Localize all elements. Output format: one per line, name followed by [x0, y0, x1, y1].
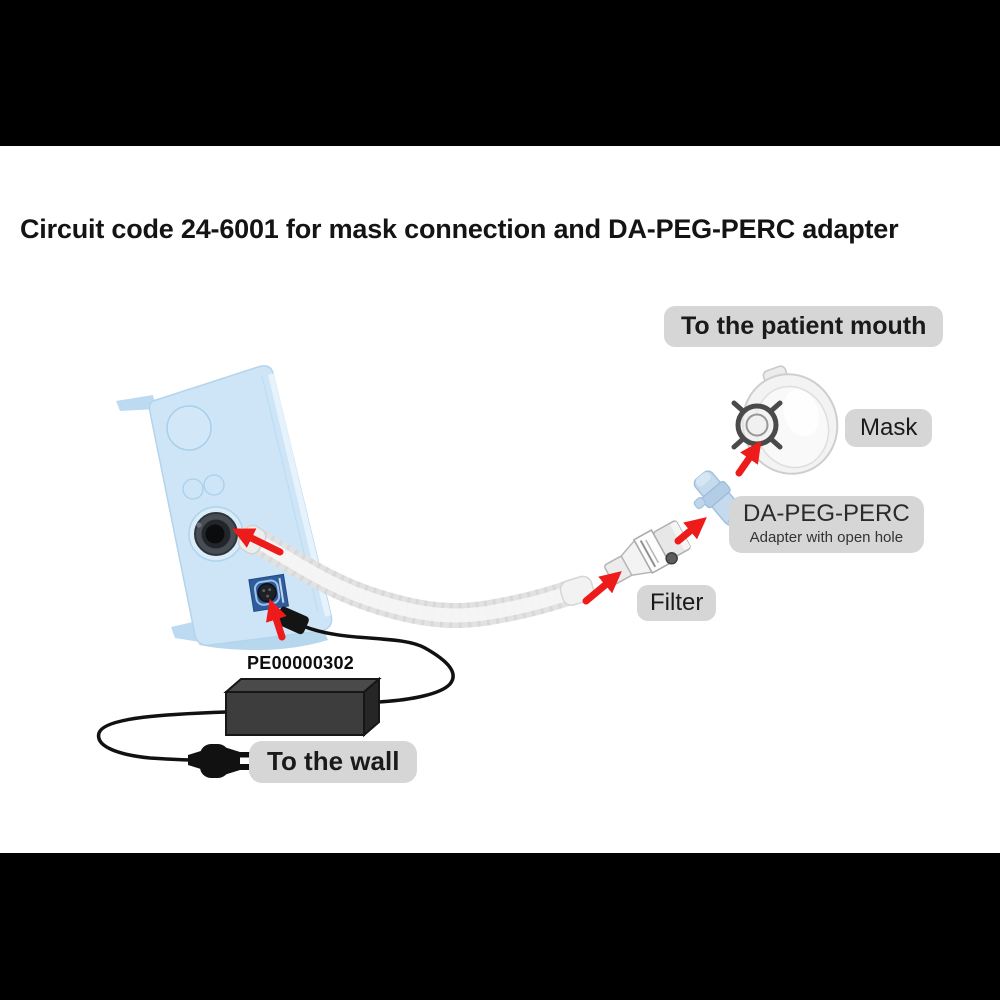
breathing-circuit-port: [188, 506, 244, 562]
device-base: [198, 630, 328, 650]
port-label-text-marks: [278, 577, 285, 603]
plug-body: [200, 744, 229, 778]
mask-highlight: [783, 389, 819, 437]
face-mask: [731, 365, 839, 475]
filter-sample-cap: [665, 552, 678, 565]
wall-power-cable: [96, 710, 228, 762]
adapter-side-tab: [693, 497, 706, 510]
letterbox-top: [0, 0, 1000, 146]
wall-plug: [188, 744, 252, 778]
plug-prong: [238, 752, 252, 758]
arrow-tube-to-device-port: [232, 528, 284, 556]
brick-top: [223, 678, 382, 693]
mask-connector-prongs: [731, 400, 783, 450]
ventilator-device: [116, 365, 333, 650]
device-large-circle: [166, 405, 212, 451]
tube-core: [244, 530, 581, 623]
port-notch: [196, 522, 202, 528]
power-supply-brick: [223, 676, 382, 738]
plug-nose: [224, 747, 240, 775]
mask-connector-hole: [745, 413, 769, 437]
power-supply: [96, 606, 455, 778]
brick-front: [225, 691, 365, 736]
connection-arrows: [232, 440, 762, 641]
socket-pin: [262, 589, 266, 593]
letterbox-bottom: [0, 853, 1000, 1000]
socket-pin: [268, 588, 272, 592]
adapter-tip: [695, 472, 711, 487]
label-da-peg-perc: DA-PEG-PERC Adapter with open hole: [729, 496, 924, 553]
device-small-circle-2: [203, 474, 225, 496]
arrow-adapter-to-mask: [735, 440, 762, 477]
filter-label-marks: [645, 539, 660, 564]
arrow-plug-to-power-port: [266, 598, 287, 641]
device-small-circle-1: [182, 478, 204, 500]
breathing-circuit-tube: [238, 524, 595, 628]
label-to-patient-mouth: To the patient mouth: [664, 306, 944, 347]
port-hole: [205, 524, 225, 544]
plug-prong: [238, 764, 252, 770]
dc-power-cable: [301, 624, 455, 704]
page-title: Circuit code 24-6001 for mask connection…: [20, 214, 899, 244]
arrow-filter-to-adapter: [674, 517, 707, 545]
label-filter: Filter: [637, 585, 717, 621]
label-da-peg-perc-sub: Adapter with open hole: [749, 528, 904, 546]
device-top-flange: [116, 395, 156, 411]
arrow-tube-to-filter: [582, 571, 622, 605]
socket-pin: [266, 594, 270, 598]
label-to-the-wall: To the wall: [249, 741, 418, 783]
label-da-peg-perc-name: DA-PEG-PERC: [743, 500, 910, 527]
filter-label-marks: [639, 540, 657, 568]
label-mask: Mask: [845, 409, 933, 447]
label-power-brick-code: PE00000302: [247, 653, 355, 673]
